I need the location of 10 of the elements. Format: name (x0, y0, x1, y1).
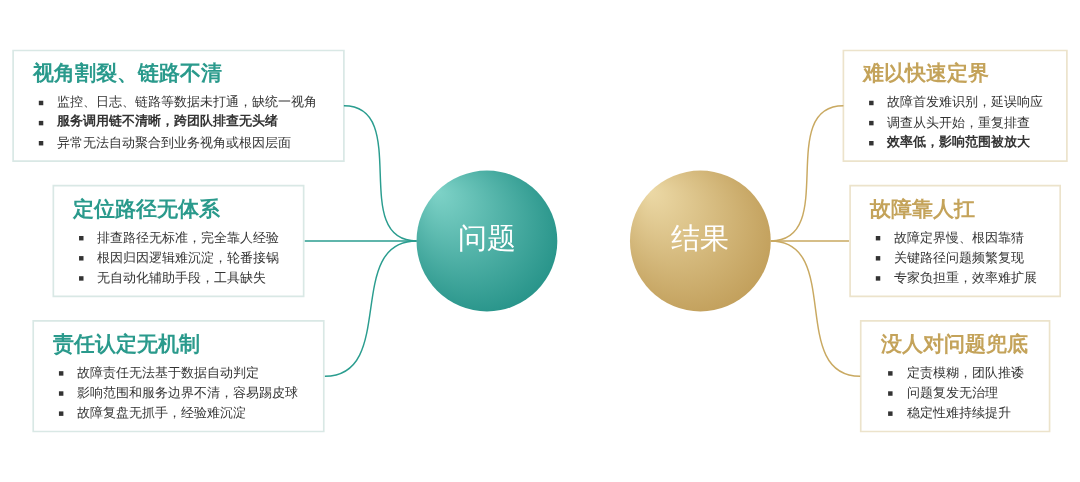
node-circle: 结果 (629, 170, 771, 312)
node-box: 难以快速定界 故障首发难识别，延误响应 调查从头开始，重复排查 效率低，影响范围被放大 (842, 49, 1068, 162)
node-box: 责任认定无机制 故障责任无法基于数据自动判定 影响范围和服务边界不清，容易踢皮球 故障复盘无抓手，经验难沉淀 (32, 320, 325, 433)
connector (324, 240, 418, 377)
node-circle: 问题 (416, 170, 558, 312)
node-box: 定位路径无体系 排查路径无标准，完全靠人经验 根因归因逻辑难沉淀，轮番接锅 无自动化辅助手段，工具缺失 (52, 184, 305, 298)
node-box: 故障靠人扛 故障定界慢、根因靠猜 关键路径问题频繁复现 专家负担重，效率难扩展 (849, 184, 1062, 298)
node-box: 没人对问题兜底 定责模糊，团队推诿 问题复发无治理 稳定性难持续提升 (859, 320, 1051, 433)
connector (770, 240, 861, 377)
node-box: 视角割裂、链路不清 监控、日志、链路等数据未打通，缺统一视角 服务调用链不清晰，跨团队排查无头绪 异常无法自动聚合到业务视角或根因层面 (12, 49, 345, 162)
